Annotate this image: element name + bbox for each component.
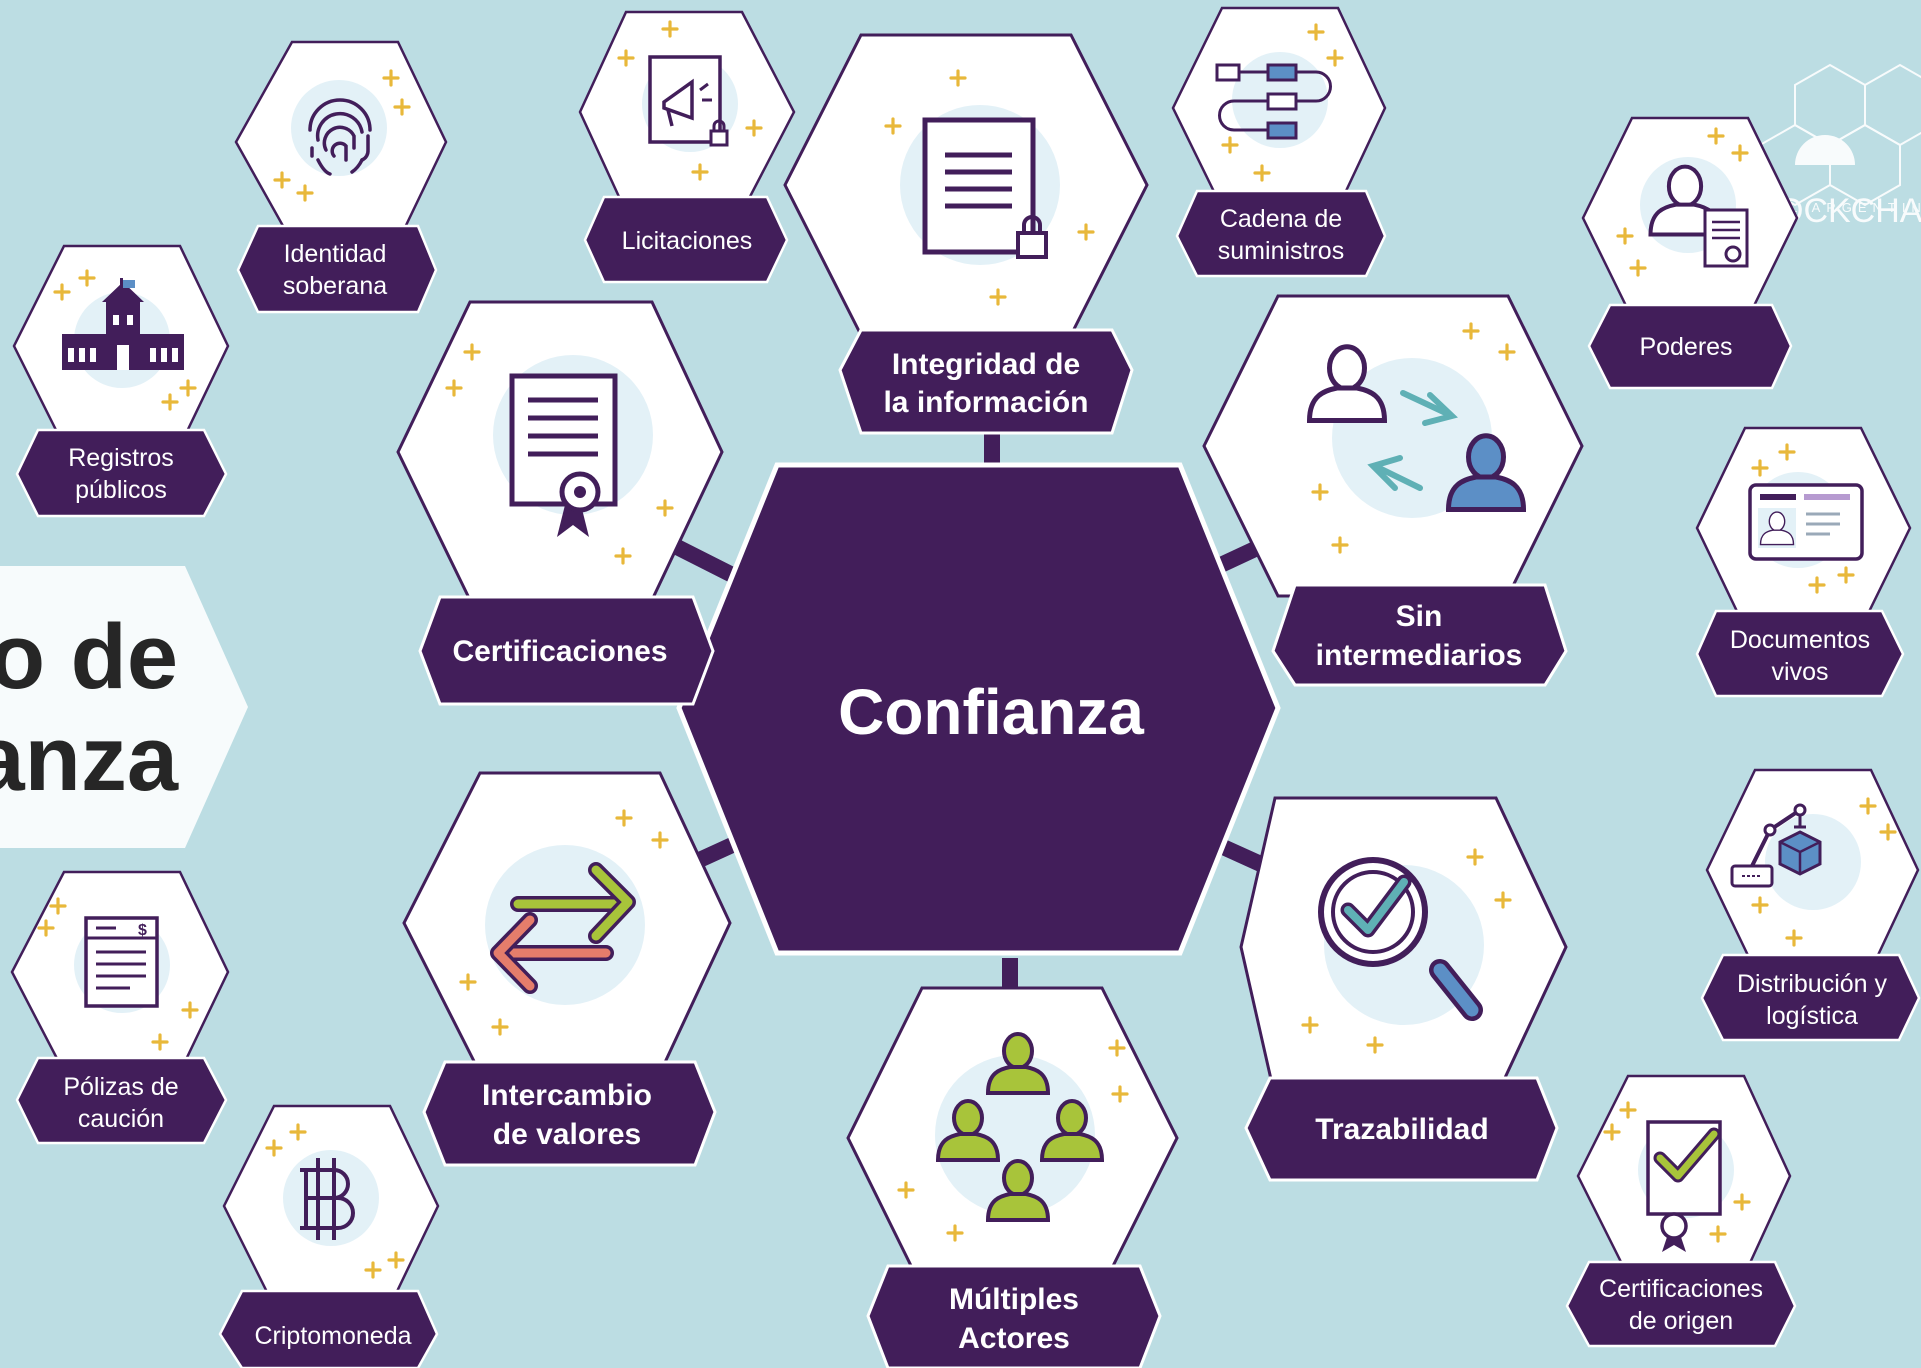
node-sin-intermediarios[interactable]: Sin intermediarios <box>1202 294 1584 687</box>
fingerprint-icon <box>308 98 372 176</box>
node-cert-origen-line2: de origen <box>1629 1307 1733 1335</box>
node-integridad-line2: la información <box>883 386 1088 419</box>
node-licitaciones[interactable]: Licitaciones <box>578 10 796 284</box>
node-licitaciones-line1: Licitaciones <box>622 227 753 255</box>
building-icon <box>62 278 184 370</box>
node-identidad-line2: soberana <box>283 272 387 300</box>
title-line-2: anza <box>0 708 179 810</box>
node-identidad[interactable]: Identidad soberana <box>234 40 448 314</box>
node-registros[interactable]: Registros públicos <box>12 244 230 518</box>
node-sin-intermediarios-line2: intermediarios <box>1316 639 1523 672</box>
node-intercambio[interactable]: Intercambio de valores <box>402 771 732 1167</box>
logo-text: OCKCHAIN <box>1777 192 1921 230</box>
node-integridad-line1: Integridad de <box>892 348 1080 381</box>
node-poderes-line1: Poderes <box>1639 333 1732 361</box>
title-panel: o de anza <box>0 566 248 848</box>
peer-to-peer-icon <box>1310 347 1524 510</box>
node-polizas-line2: caución <box>78 1105 164 1133</box>
id-card-icon <box>1748 483 1864 561</box>
node-documentos-line2: vivos <box>1772 658 1829 686</box>
magnifier-check-icon <box>1318 857 1483 1021</box>
certificate-icon <box>509 373 618 537</box>
node-poderes[interactable]: Poderes <box>1581 116 1799 390</box>
node-polizas-line1: Pólizas de <box>63 1073 178 1101</box>
node-distribucion-line2: logística <box>1766 1002 1858 1030</box>
node-cadena-line2: suministros <box>1218 237 1344 265</box>
node-certificaciones-line1: Certificaciones <box>452 635 667 668</box>
node-registros-line2: públicos <box>75 476 167 504</box>
node-cert-origen-line1: Certificaciones <box>1599 1275 1763 1303</box>
person-document-icon <box>1651 167 1749 268</box>
node-registros-line1: Registros <box>68 444 174 472</box>
node-intercambio-line1: Intercambio <box>482 1079 652 1112</box>
node-trazabilidad[interactable]: Trazabilidad <box>1239 796 1568 1182</box>
certificate-check-icon <box>1646 1120 1722 1252</box>
center-hexagon: Confianza <box>676 462 1281 956</box>
node-multiples[interactable]: Múltiples Actores <box>846 986 1179 1368</box>
node-integridad[interactable]: Integridad de la información <box>783 33 1149 435</box>
node-multiples-line2: Actores <box>958 1322 1070 1355</box>
node-polizas[interactable]: $ Pólizas de caución <box>10 870 230 1145</box>
node-sin-intermediarios-line1: Sin <box>1396 600 1443 633</box>
node-multiples-line1: Múltiples <box>949 1283 1079 1316</box>
node-distribucion[interactable]: Distribución y logística <box>1700 768 1921 1042</box>
center-label: Confianza <box>838 676 1144 748</box>
node-trazabilidad-line1: Trazabilidad <box>1315 1113 1488 1146</box>
node-intercambio-line2: de valores <box>493 1118 641 1151</box>
blockchain-logo: OCKCHAIN L ARGENTIN <box>1759 63 1921 230</box>
svg-text:$: $ <box>138 922 147 939</box>
node-documentos-line1: Documentos <box>1730 626 1870 654</box>
node-cert-origen[interactable]: Certificaciones de origen <box>1565 1074 1797 1348</box>
node-certificaciones[interactable]: Certificaciones <box>396 300 724 706</box>
node-criptomoneda[interactable]: Criptomoneda <box>218 1104 440 1368</box>
logo-subtext: L ARGENTIN <box>1790 200 1921 215</box>
node-documentos[interactable]: Documentos vivos <box>1695 426 1912 698</box>
node-identidad-line1: Identidad <box>284 240 387 268</box>
node-distribucion-line1: Distribución y <box>1737 970 1888 998</box>
megaphone-lock-icon <box>648 55 729 147</box>
bitcoin-icon <box>300 1158 355 1240</box>
flow-chart-icon <box>1215 63 1332 140</box>
invoice-icon: $ <box>84 916 159 1008</box>
robot-arm-icon <box>1730 803 1822 888</box>
node-cadena-line1: Cadena de <box>1220 205 1342 233</box>
node-cadena[interactable]: Cadena de suministros <box>1171 6 1387 278</box>
node-criptomoneda-line1: Criptomoneda <box>254 1322 411 1350</box>
document-lock-icon <box>922 117 1048 259</box>
title-line-1: o de <box>0 606 178 708</box>
exchange-arrows-icon <box>490 862 636 994</box>
